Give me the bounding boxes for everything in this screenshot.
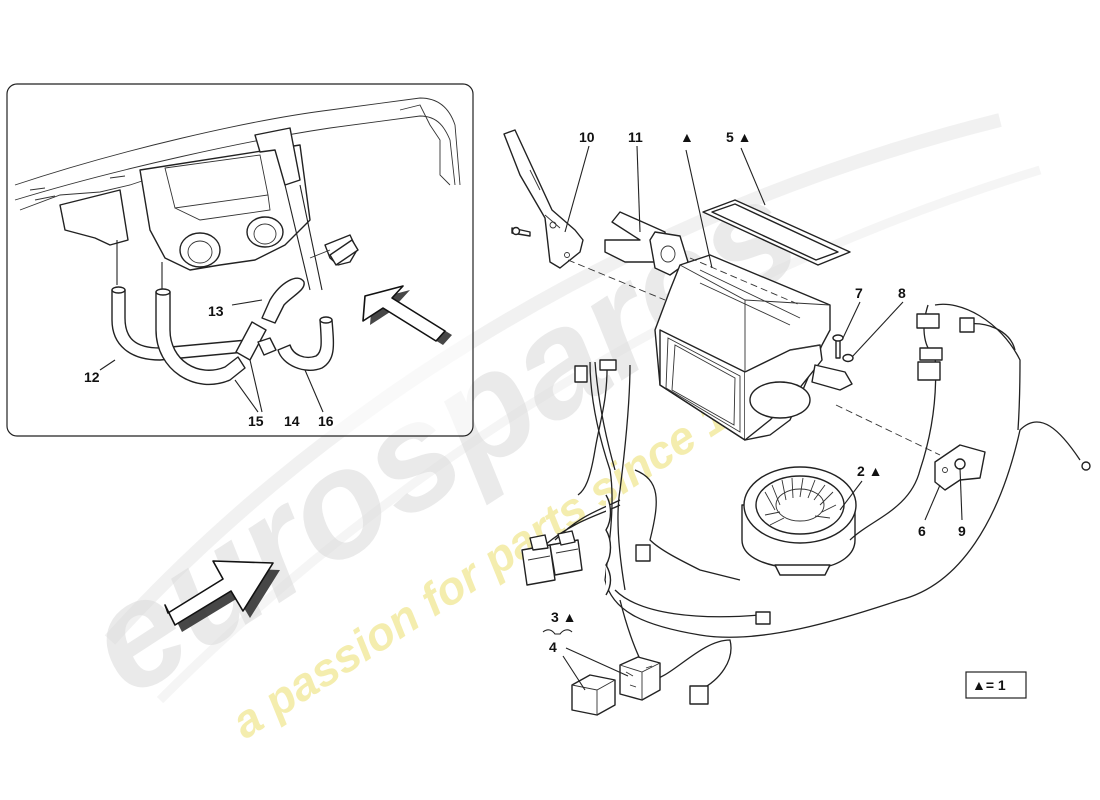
relay <box>571 656 661 716</box>
legend-text: ▲= 1 <box>972 677 1006 693</box>
legend-box: ▲= 1 <box>965 671 1027 699</box>
callout-7: 7 <box>855 285 863 301</box>
callout-15: 15 <box>248 413 264 429</box>
callout-triangle: ▲ <box>680 129 694 145</box>
callout-11: 11 <box>628 129 643 145</box>
bracket-part <box>503 129 584 269</box>
blower-motor <box>741 466 857 576</box>
dashboard-frame <box>14 97 461 271</box>
inset-pipes <box>111 184 359 385</box>
wiring-harness <box>544 303 1091 705</box>
arrow-icon <box>164 560 280 632</box>
callout-13: 13 <box>208 303 224 319</box>
callout-3: 3 ▲ <box>551 609 577 625</box>
arrow-icon <box>362 285 452 345</box>
callout-6: 6 <box>918 523 926 539</box>
callout-10: 10 <box>579 129 595 145</box>
inset-panel: 12 13 14 15 16 <box>6 83 474 437</box>
heater-assembly: 10 11 ▲ 5 ▲ 7 8 2 ▲ 6 9 3 ▲ 4 <box>503 129 1091 716</box>
callout-4: 4 <box>549 639 557 655</box>
callout-12: 12 <box>84 369 100 385</box>
callout-14: 14 <box>284 413 300 429</box>
callout-9: 9 <box>958 523 966 539</box>
callout-16: 16 <box>318 413 334 429</box>
callout-5: 5 ▲ <box>726 129 752 145</box>
callout-2: 2 ▲ <box>857 463 883 479</box>
callout-8: 8 <box>898 285 906 301</box>
connector-blocks <box>521 530 583 586</box>
